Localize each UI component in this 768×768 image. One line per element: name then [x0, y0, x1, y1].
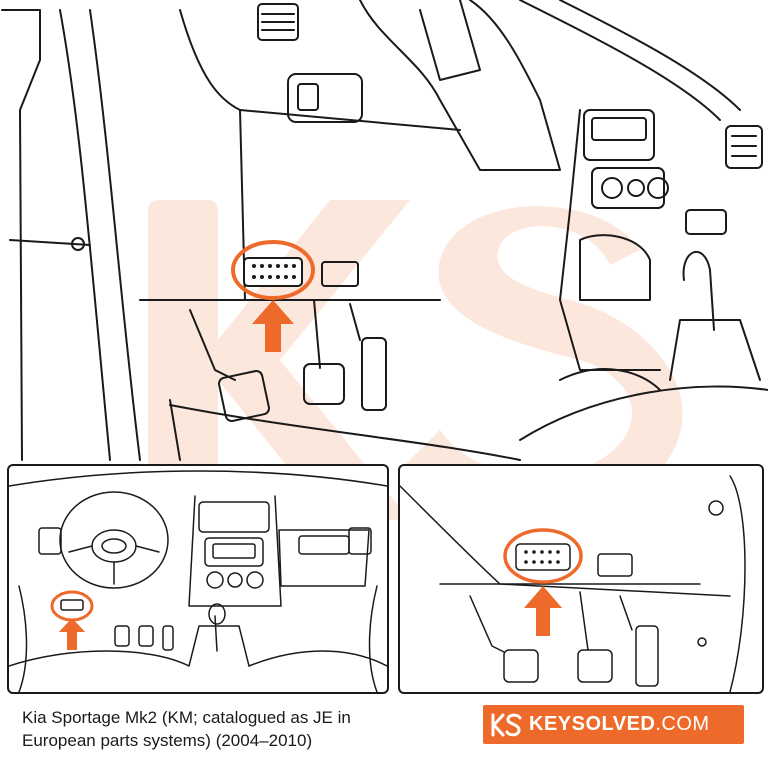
orange-arrow-icon: [59, 618, 85, 650]
obd-port-highlight: [231, 240, 315, 300]
orange-arrow-icon: [252, 300, 294, 352]
inset-port-closeup: [398, 464, 764, 694]
vehicle-caption: Kia Sportage Mk2 (KM; catalogued as JE i…: [22, 706, 442, 752]
keysolved-brand-badge: KEYSOLVED.COM: [483, 705, 744, 744]
orange-arrow-icon: [524, 586, 562, 636]
main-footwell-drawing: [1, 0, 768, 461]
brand-name-bold: KEYSOLVED: [529, 713, 656, 735]
dashboard-overview-drawing: [9, 470, 387, 692]
port-closeup-drawing: [400, 475, 746, 692]
brand-name: KEYSOLVED.COM: [529, 713, 710, 736]
brand-name-domain: .COM: [655, 713, 710, 735]
caption-line-2: European parts systems) (2004–2010): [22, 731, 313, 750]
ks-logo-icon: [483, 705, 529, 744]
inset-dashboard-overview: [7, 464, 389, 694]
caption-line-1: Kia Sportage Mk2 (KM; catalogued as JE i…: [22, 708, 351, 727]
